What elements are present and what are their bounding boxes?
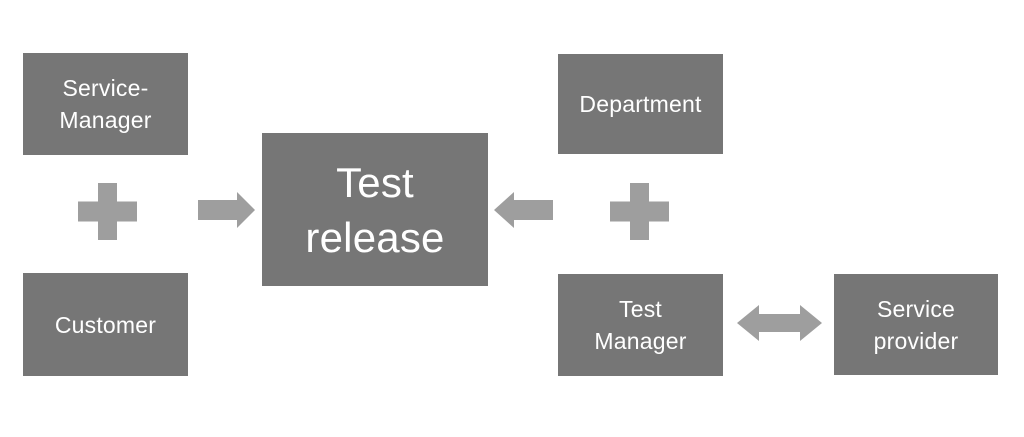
node-customer-label: Customer (54, 311, 157, 338)
arrow-left-icon (494, 192, 553, 228)
node-service-provider-label: Service provider (873, 295, 959, 354)
plus-icon (610, 183, 669, 240)
plus-icon (78, 183, 137, 240)
node-test-release: Test release (262, 133, 488, 286)
node-service-manager: Service- Manager (23, 53, 188, 155)
node-customer: Customer (23, 273, 188, 376)
node-service-manager-label: Service- Manager (59, 75, 152, 133)
node-department: Department (558, 54, 723, 154)
arrow-right-icon (198, 192, 255, 228)
node-test-manager: Test Manager (558, 274, 723, 376)
node-department-label: Department (579, 91, 702, 117)
double-arrow-icon (737, 305, 822, 341)
node-test-manager-label: Test Manager (594, 296, 687, 354)
node-service-provider: Service provider (834, 274, 998, 375)
node-test-release-label: Test release (305, 158, 445, 261)
